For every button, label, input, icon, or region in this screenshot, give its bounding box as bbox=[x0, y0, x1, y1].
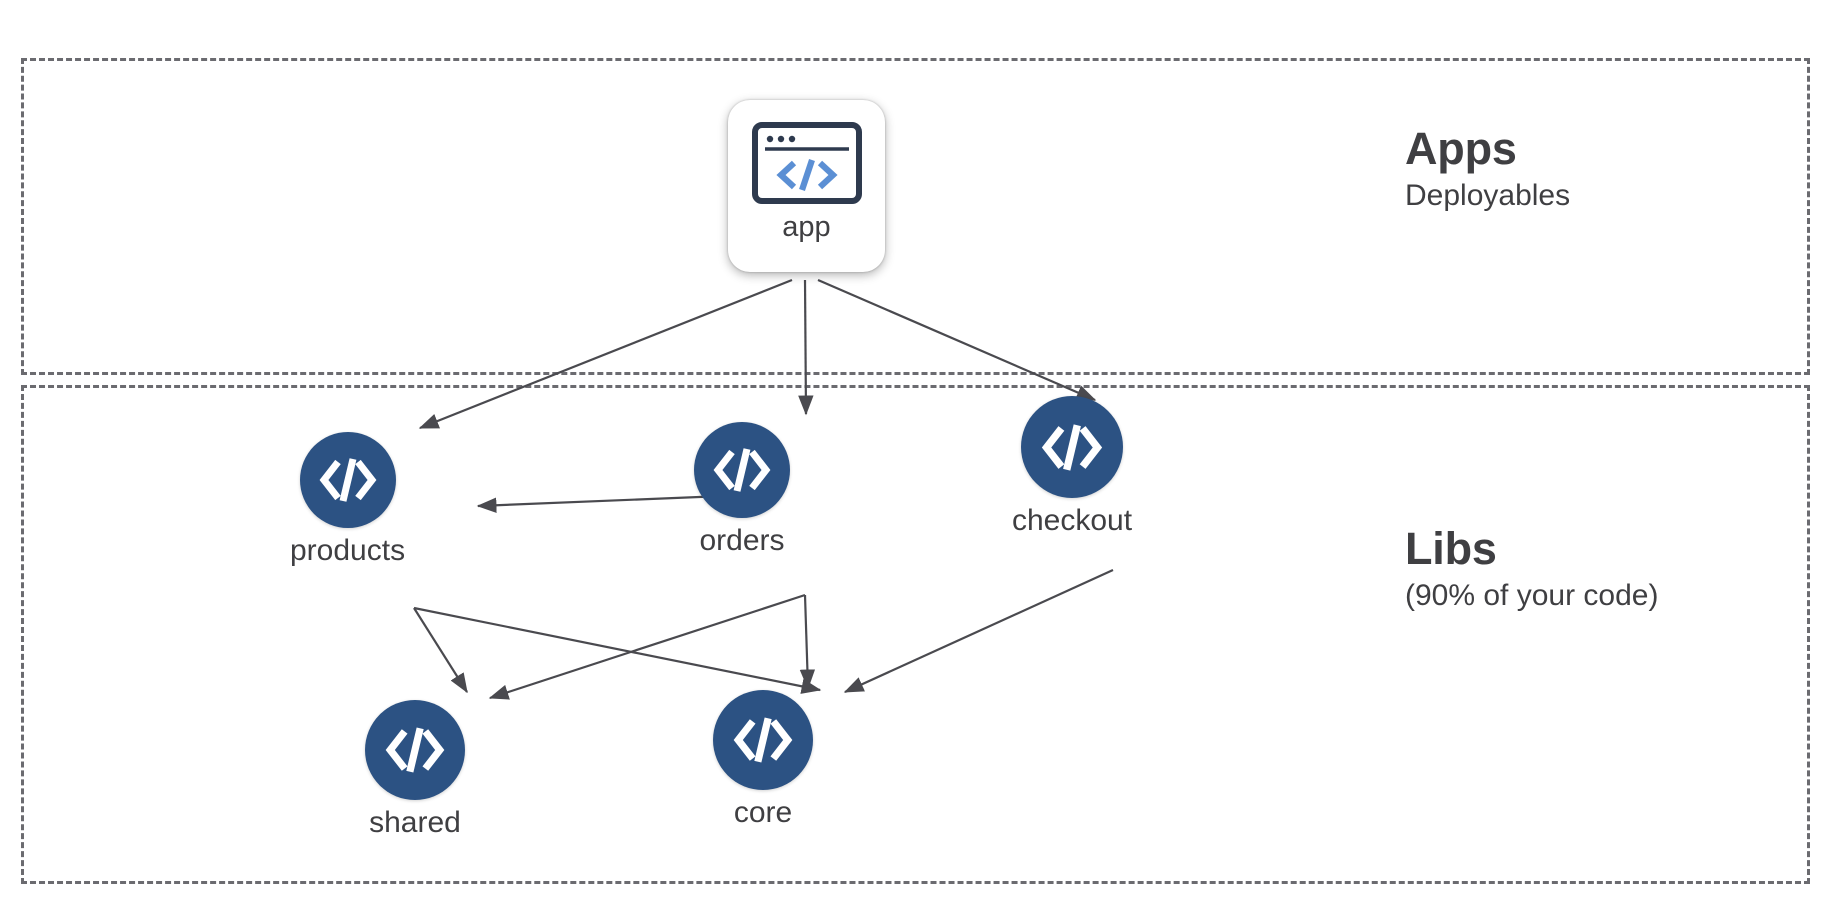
zone-apps-caption: Apps Deployables bbox=[1405, 125, 1570, 217]
code-brackets-icon bbox=[733, 717, 793, 763]
code-brackets-icon bbox=[1041, 423, 1103, 471]
node-app-label: app bbox=[782, 211, 831, 243]
node-products-label: products bbox=[290, 534, 406, 567]
zone-apps-title: Apps bbox=[1405, 123, 1517, 174]
node-orders-label: orders bbox=[699, 524, 785, 557]
zone-libs-caption: Libs (90% of your code) bbox=[1405, 525, 1658, 617]
zone-libs-title: Libs bbox=[1405, 523, 1497, 574]
node-shared-circle bbox=[365, 700, 465, 800]
node-products[interactable]: products bbox=[290, 432, 405, 567]
node-shared[interactable]: shared bbox=[365, 700, 465, 839]
node-core[interactable]: core bbox=[713, 690, 813, 829]
node-checkout-label: checkout bbox=[1012, 504, 1133, 537]
node-core-label: core bbox=[733, 796, 793, 829]
node-products-circle bbox=[299, 432, 396, 528]
zone-apps-subtitle: Deployables bbox=[1405, 179, 1571, 213]
code-brackets-icon bbox=[385, 727, 445, 773]
node-shared-label: shared bbox=[369, 806, 461, 839]
node-core-circle bbox=[713, 690, 813, 790]
code-brackets-icon bbox=[319, 458, 376, 502]
code-brackets-icon bbox=[713, 448, 771, 492]
node-checkout[interactable]: checkout bbox=[1012, 396, 1132, 537]
node-app[interactable]: app bbox=[728, 100, 885, 272]
zone-libs-subtitle: (90% of your code) bbox=[1405, 579, 1659, 613]
node-orders-circle bbox=[694, 422, 790, 518]
node-orders[interactable]: orders bbox=[694, 422, 790, 557]
browser-code-icon bbox=[751, 122, 862, 204]
node-checkout-circle bbox=[1021, 396, 1124, 498]
